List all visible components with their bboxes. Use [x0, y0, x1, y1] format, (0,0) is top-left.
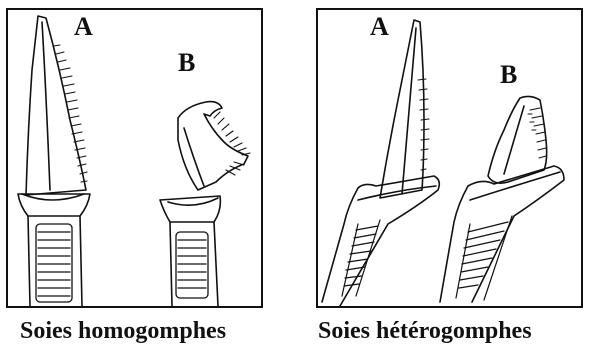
seta-b-shaft-rungs: [456, 216, 512, 300]
seta-a-label: A: [74, 14, 93, 40]
seta-b-shaft: [160, 196, 220, 306]
heterogomph-setae-drawing: [318, 10, 583, 308]
seta-b-label: B: [500, 62, 517, 88]
seta-a-shaft-rungs: [342, 220, 380, 296]
caption-heterogomphes: Soies hétérogomphes: [318, 318, 532, 345]
heterogomph-figure-panel: A B: [316, 8, 583, 308]
caption-homogomphes: Soies homogomphes: [20, 318, 226, 345]
seta-a-blade: [380, 20, 424, 198]
seta-a-label: A: [370, 14, 389, 40]
seta-b-blade-inner: [184, 128, 204, 186]
seta-a-blade: [26, 16, 86, 195]
seta-a-shaft-rungs: [36, 224, 72, 302]
homogomph-figure-panel: A B: [6, 8, 263, 308]
seta-a-blade-inner-edge: [42, 22, 50, 190]
seta-b-label: B: [178, 50, 195, 76]
seta-a-serrations: [54, 45, 87, 182]
seta-b-serrations: [214, 112, 250, 175]
homogomph-setae-drawing: [8, 10, 263, 308]
seta-b-shaft-rungs: [176, 232, 208, 298]
seta-a-shaft: [18, 194, 90, 306]
